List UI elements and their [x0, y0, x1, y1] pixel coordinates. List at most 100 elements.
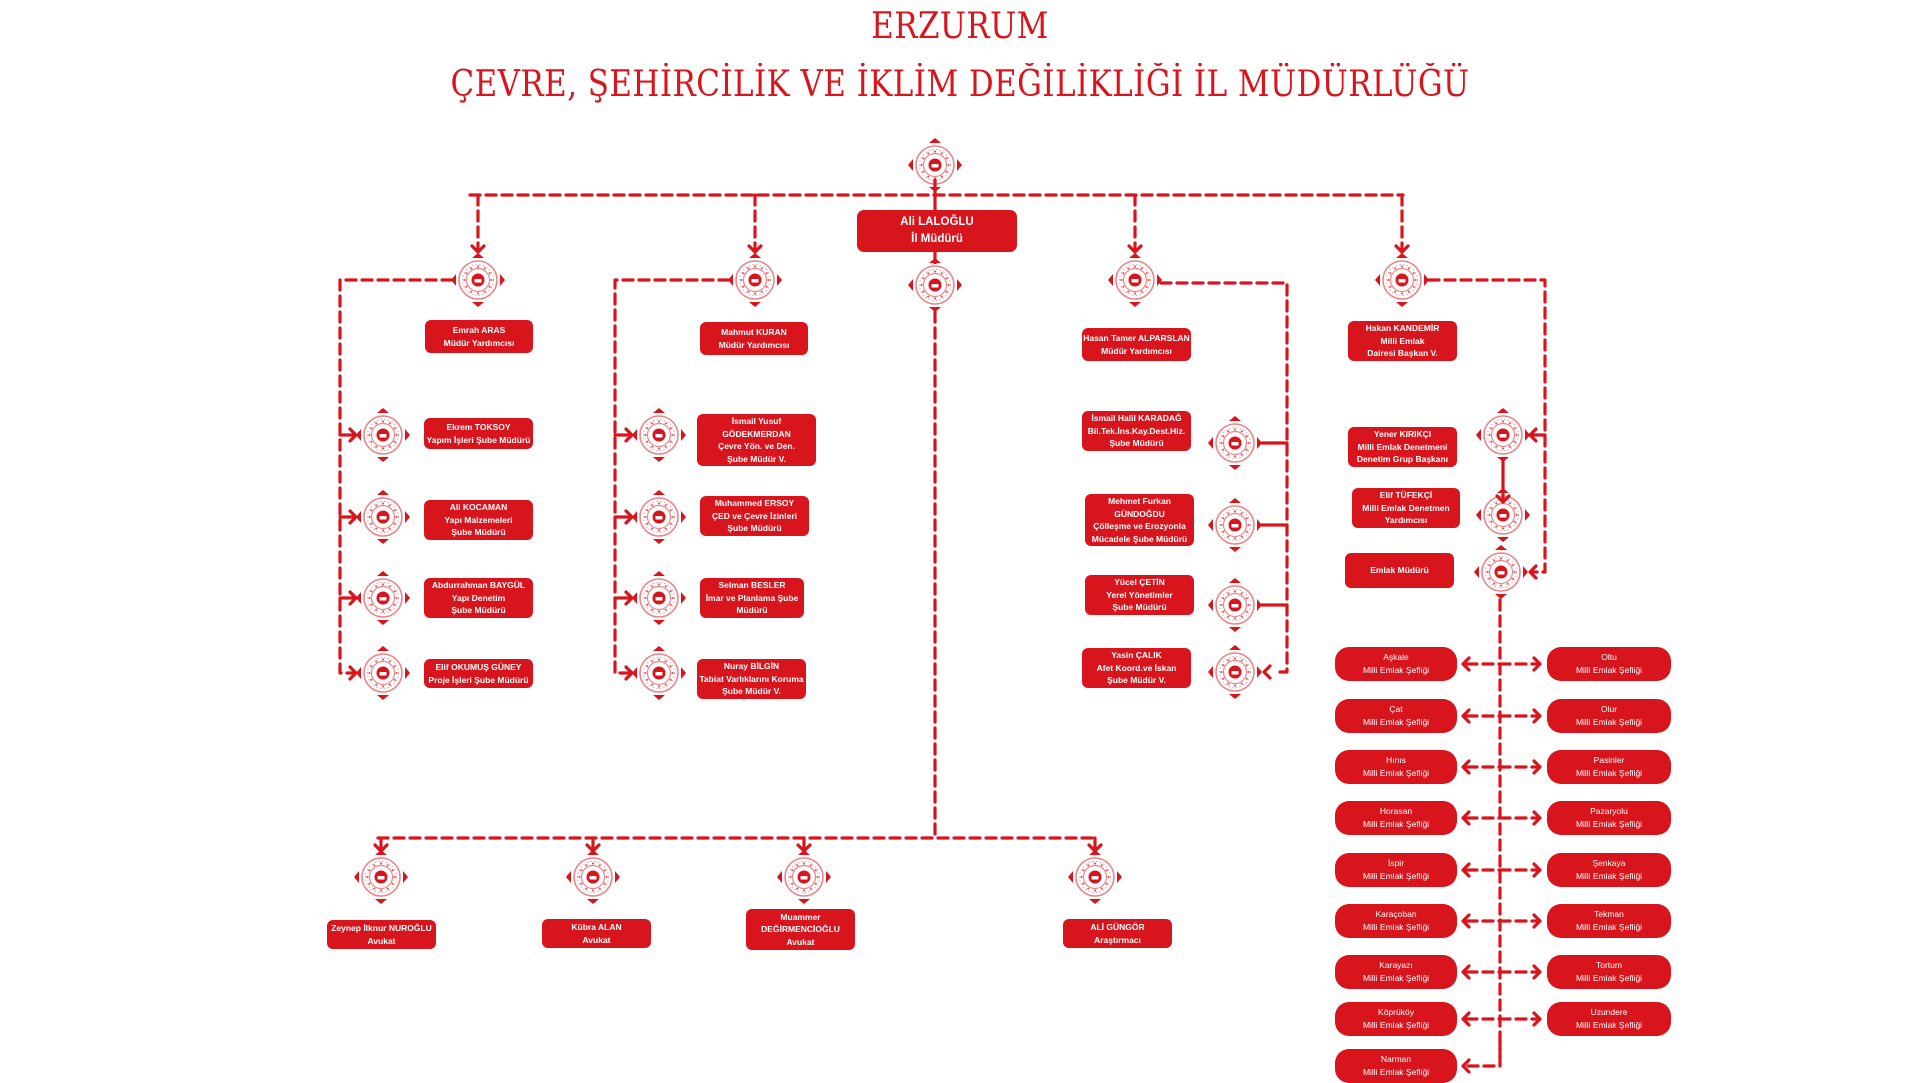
office-type: Milli Emlak Şefliği — [1362, 819, 1430, 829]
office-type: Milli Emlak Şefliği — [1362, 1067, 1430, 1077]
org-node-line: Ali KOCAMAN — [449, 502, 508, 513]
office-district: İspir — [1387, 858, 1405, 868]
ministry-seal-icon — [356, 646, 410, 700]
connector-line — [1465, 1038, 1502, 1068]
ministry-seal-icon — [1068, 850, 1122, 904]
arrow-head-icon — [1532, 810, 1542, 826]
office-type: Milli Emlak Şefliği — [1575, 922, 1643, 932]
office-district: Hınıs — [1386, 755, 1406, 765]
org-node-line: Emlak Müdürü — [1370, 565, 1429, 576]
ministry-seal-icon — [566, 850, 620, 904]
org-node-line: Avukat — [367, 935, 396, 946]
arrow-head-icon — [470, 244, 486, 254]
office-district: Horasan — [1379, 806, 1413, 816]
office-type: Milli Emlak Şefliği — [1362, 973, 1430, 983]
office-district: Uzundere — [1590, 1007, 1628, 1017]
ministry-seal-icon — [632, 571, 686, 625]
ministry-seal-icon — [632, 490, 686, 544]
org-node-line: Mücadele Şube Müdürü — [1091, 533, 1188, 544]
director-title: İl Müdürü — [911, 233, 963, 245]
org-node-line: Şube Müdür V. — [1107, 675, 1166, 686]
org-node-line: Avukat — [582, 934, 611, 945]
office-type: Milli Emlak Şefliği — [1575, 871, 1643, 881]
org-node-line: Araştırmacı — [1094, 934, 1141, 945]
org-node-line: DEĞİRMENCİOĞLU — [761, 924, 840, 935]
arrow-head-icon — [1461, 1011, 1471, 1027]
ministry-seal-icon — [632, 408, 686, 462]
org-node-line: Çevre Yön. ve Den. — [718, 441, 795, 451]
arrow-head-icon — [1394, 244, 1410, 254]
director-node: Ali LALOĞLU İl Müdürü — [857, 210, 1017, 252]
ministry-seal-icon — [1476, 408, 1530, 462]
arrow-head-icon — [1532, 656, 1542, 672]
arrow-head-icon — [1532, 708, 1542, 724]
org-node-line: Yapı Malzemeleri — [444, 514, 513, 525]
office-type: Milli Emlak Şefliği — [1575, 973, 1643, 983]
arrow-head-icon — [1461, 1058, 1471, 1074]
office-type: Milli Emlak Şefliği — [1362, 922, 1430, 932]
org-node-line: Yasin ÇALIK — [1111, 650, 1162, 661]
org-node-line: İsmail Yusuf — [731, 416, 782, 426]
office-district: Karaçoban — [1375, 909, 1417, 919]
ministry-seal-icon — [1375, 253, 1429, 307]
org-node-line: Şube Müdürü — [451, 605, 506, 616]
org-node-line: Milli Emlak Denetmeni — [1357, 441, 1448, 452]
arrow-head-icon — [1461, 656, 1471, 672]
arrow-head-icon — [1528, 564, 1538, 580]
office-type: Milli Emlak Şefliği — [1362, 768, 1430, 778]
org-node-line: Bil.Tek.İns.Kay.Dest.Hiz. — [1087, 425, 1186, 436]
director-name: Ali LALOĞLU — [900, 216, 974, 228]
arrow-head-icon — [1532, 759, 1542, 775]
org-node-line: Elif TÜFEKÇİ — [1379, 490, 1433, 501]
ministry-seal-icon — [908, 258, 962, 312]
org-node-line: Hakan KANDEMİR — [1365, 323, 1440, 334]
arrow-head-icon — [1461, 810, 1471, 826]
org-node-line: Müdürü — [736, 605, 768, 616]
ministry-seal-icon — [632, 646, 686, 700]
office-district: Pazaryolu — [1590, 806, 1628, 816]
org-node-line: Elif OKUMUŞ GÜNEY — [435, 662, 522, 672]
org-node-line: Kübra ALAN — [571, 922, 622, 932]
office-type: Milli Emlak Şefliği — [1575, 819, 1643, 829]
org-node-line: GÜNDOĞDU — [1114, 508, 1165, 519]
ministry-seal-icon — [1474, 545, 1528, 599]
org-node-line: Müdür Yardımcısı — [443, 337, 515, 348]
org-node-line: Mahmut KURAN — [721, 327, 787, 337]
org-node-line: İmar ve Planlama Şube — [705, 592, 799, 603]
ministry-seal-icon — [451, 253, 505, 307]
arrow-head-icon — [1461, 964, 1471, 980]
org-node-line: Afet Koord.ve İskan — [1096, 662, 1177, 673]
office-district: Oltu — [1601, 652, 1617, 662]
org-node-line: Yapı Denetim — [451, 592, 506, 603]
org-node-line: Yerel Yönetimler — [1106, 589, 1173, 600]
connector-line — [1159, 281, 1289, 674]
arrow-head-icon — [1461, 759, 1471, 775]
office-district: Karayazı — [1379, 960, 1413, 970]
ministry-seal-icon — [908, 138, 962, 192]
org-node-line: Dairesi Başkan V. — [1367, 348, 1438, 359]
ministry-seal-icon — [354, 850, 408, 904]
office-district: Olur — [1600, 704, 1618, 714]
office-type: Milli Emlak Şefliği — [1575, 768, 1643, 778]
org-node-line: Selman BESLER — [718, 580, 786, 591]
arrow-head-icon — [1461, 708, 1471, 724]
